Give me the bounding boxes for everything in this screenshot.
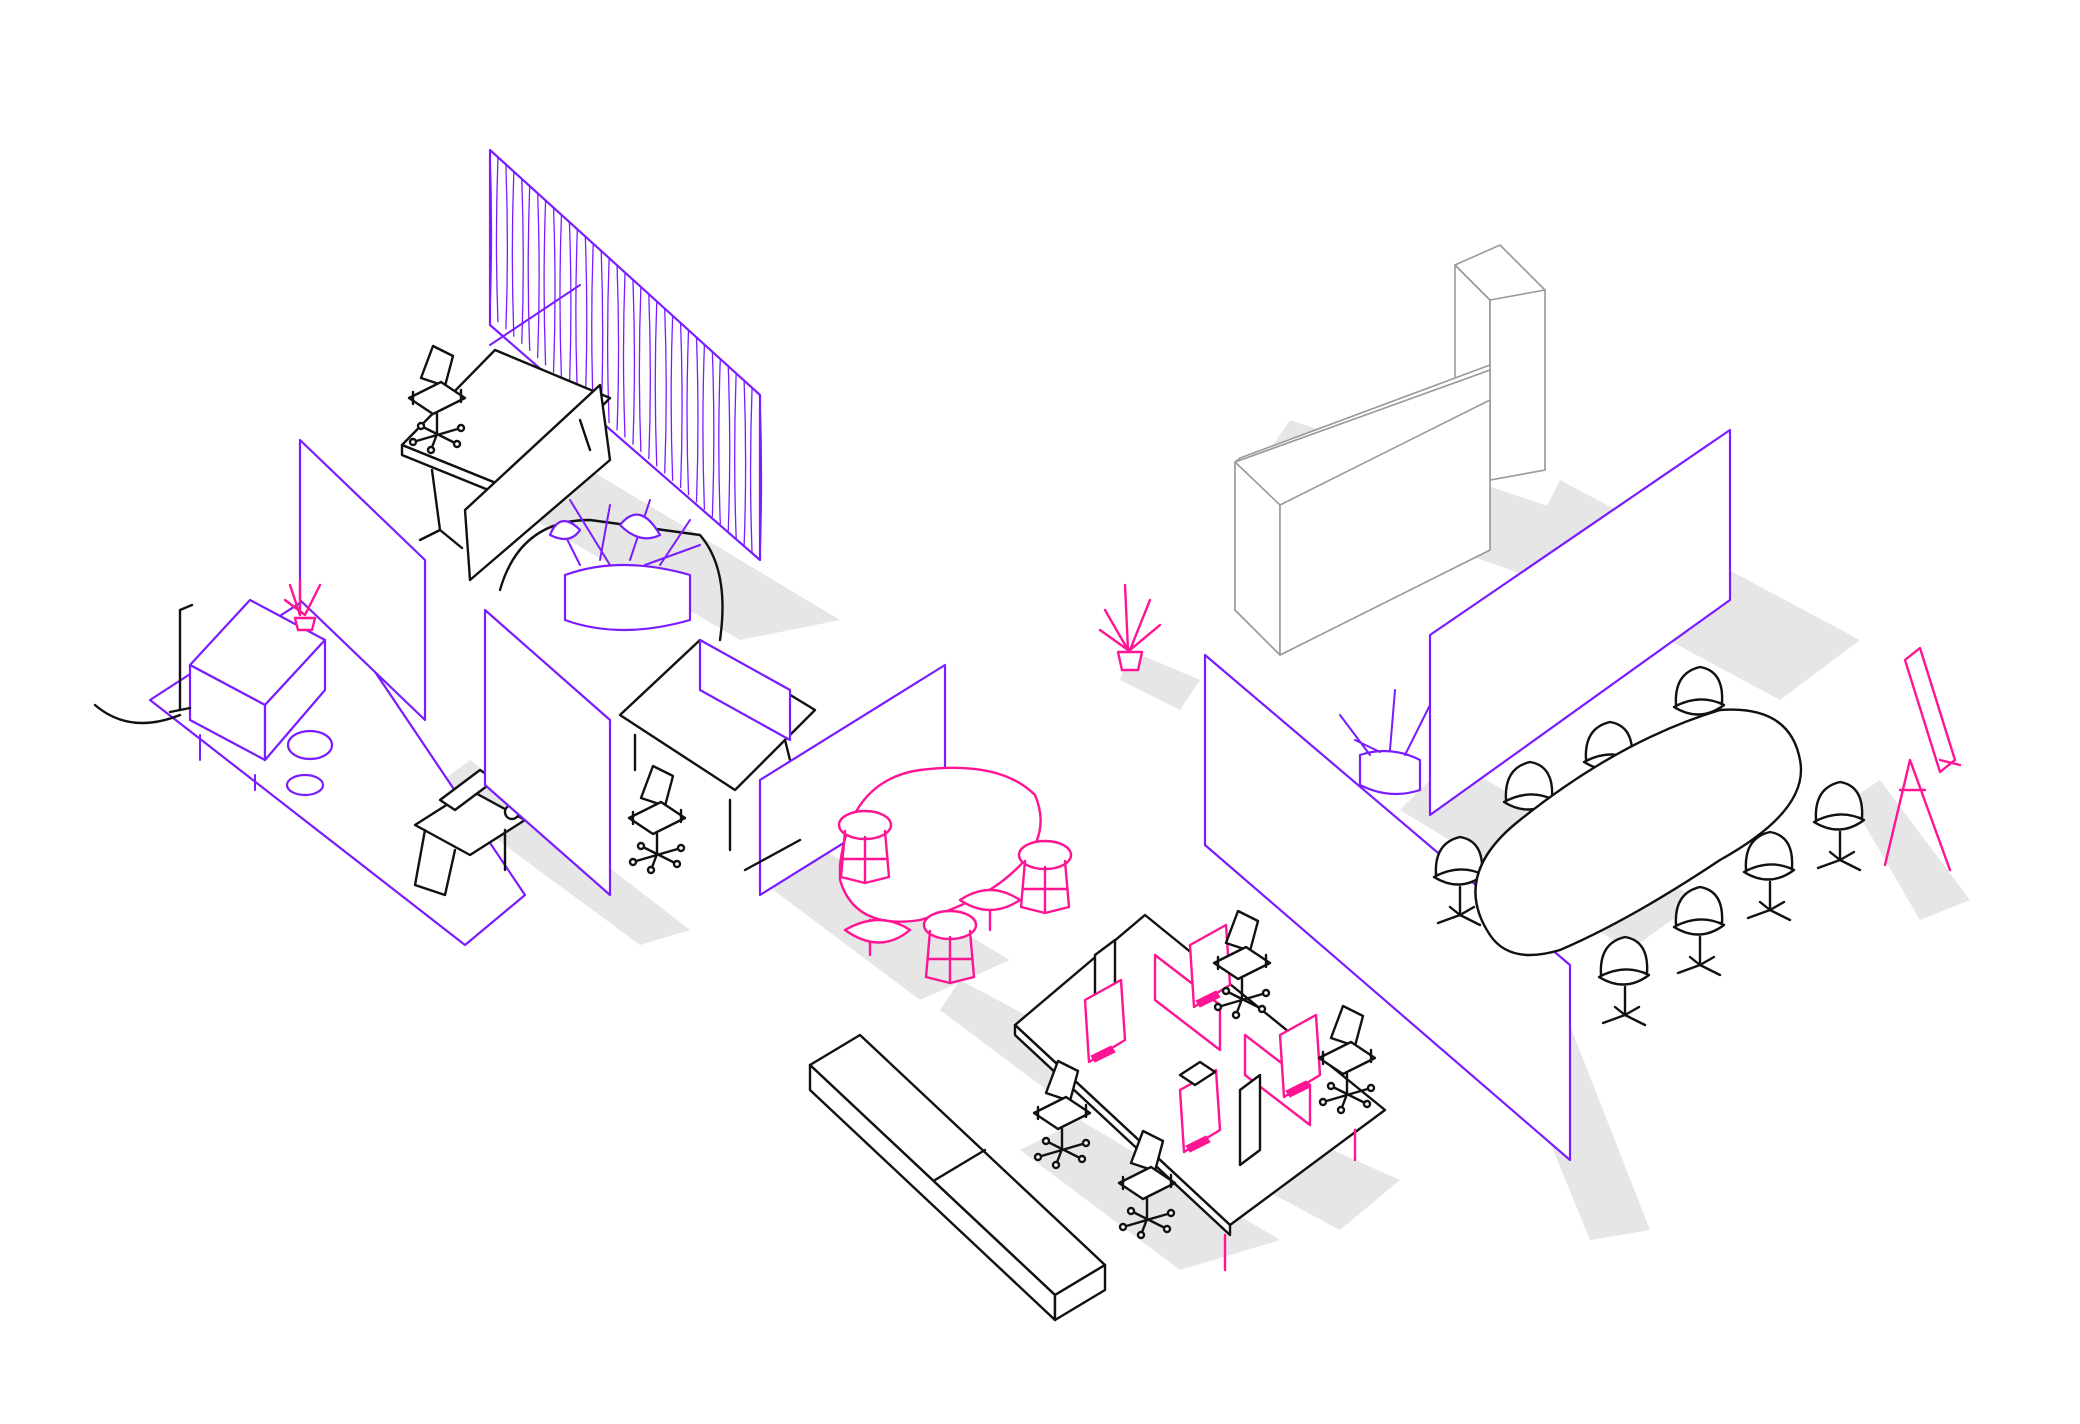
curtain-pleat	[622, 272, 626, 438]
curtain-pleat	[759, 394, 763, 561]
meeting-chair	[1672, 885, 1726, 977]
plant-lounge	[283, 578, 322, 632]
curtain-pleat	[648, 294, 651, 460]
meeting-room	[1203, 428, 1962, 1162]
curtain-pleat	[511, 171, 515, 337]
curtain-pleat	[495, 157, 499, 323]
flip-chart	[1883, 646, 1962, 872]
curtain-pleat	[521, 178, 524, 344]
curtain-pleat	[670, 315, 674, 481]
low-storage	[808, 1033, 1107, 1322]
curtain-pleat	[679, 322, 683, 488]
curtain-pleat	[606, 258, 610, 424]
meeting-chair	[1597, 935, 1651, 1027]
curtain-pleat	[749, 387, 753, 553]
floor-lamp	[93, 603, 194, 725]
curtain-pleat	[616, 265, 620, 431]
curtain-pleat	[568, 222, 572, 388]
curtain-pleat	[543, 200, 547, 366]
curtain-pleat	[711, 351, 715, 517]
oval-meeting-table	[1474, 708, 1803, 957]
curtain-pleat	[527, 186, 531, 352]
curtain-pleat	[489, 149, 493, 316]
curtain-pleat	[695, 337, 699, 503]
curtain-pleat	[632, 279, 636, 445]
focus-desk	[400, 348, 612, 582]
curtain-meeting-back	[1428, 428, 1732, 817]
stool	[1017, 839, 1073, 915]
curtain-pleat	[686, 330, 690, 496]
curtain-pleat	[727, 366, 731, 532]
curtain-pleat	[734, 373, 737, 539]
focus-desk-area	[400, 148, 763, 582]
meeting-plant	[1339, 689, 1431, 796]
lounge-area	[93, 438, 527, 947]
curtain-pleat	[575, 229, 579, 395]
meeting-chair	[1742, 830, 1796, 922]
curtain-lounge	[298, 438, 427, 722]
bench-desk	[618, 638, 817, 852]
curtain-pleat	[654, 301, 658, 467]
ottoman	[285, 729, 334, 797]
curtain-pleat	[536, 193, 540, 359]
curtain-pleat	[552, 207, 556, 373]
tablet	[1178, 1060, 1217, 1087]
curtain-pleat	[718, 358, 721, 524]
meeting-chair	[1812, 780, 1866, 872]
curtain-collab	[483, 608, 612, 897]
wall-bar	[489, 284, 581, 346]
lounge-sofa	[188, 598, 327, 791]
curtain-pleat	[505, 164, 509, 330]
floor-plant	[1098, 583, 1162, 672]
curtain-pleat	[638, 286, 642, 452]
storage-wall	[1234, 244, 1546, 656]
round-planter	[548, 499, 701, 632]
office-chair	[627, 764, 687, 875]
curtain-back	[488, 148, 763, 562]
curtain-pleat	[702, 344, 706, 510]
curtain-pleat	[584, 236, 588, 402]
collaboration-area	[483, 499, 1073, 985]
round-floor-mark	[498, 518, 724, 642]
curtain-pleat	[743, 380, 747, 546]
standing-table	[838, 766, 1042, 957]
workstation-cluster	[1013, 909, 1387, 1272]
curtain-pleat	[664, 308, 667, 474]
